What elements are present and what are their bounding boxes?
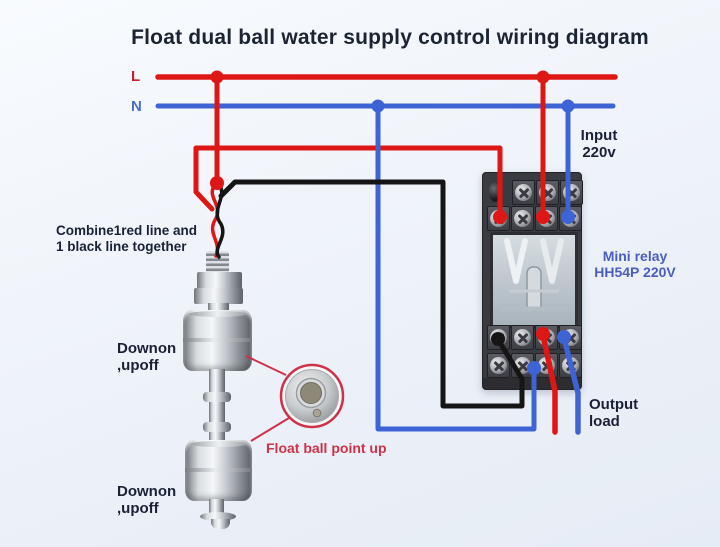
callout-line [250,417,290,442]
upper-float-ball [183,310,252,371]
relay-terminal-row-bottom1 [487,325,582,350]
float-switch-tip-shaft [209,499,224,514]
float-switch-hex-nut [194,288,243,304]
float-switch-end-tip [211,519,230,529]
callout-line [245,355,287,376]
combine-note-line1: Combine1red line and [56,223,198,238]
lower-float-note-line1: Downon [117,483,177,500]
relay-note-line1: Mini relay [602,248,668,264]
output-note-line2: load [589,413,620,430]
relay-screw [514,329,531,346]
output-note-line1: Output [589,396,639,413]
mini-relay-device [482,172,583,390]
combine-note-line2: 1 black line together [56,239,187,254]
relay-mount-hole [489,181,501,202]
relay-screw [514,210,531,227]
upper-float-note-line1: Downon [117,340,177,357]
float-black-wire [218,179,525,409]
relay-screw [563,184,580,201]
relay-clear-cover [490,232,578,328]
float-top-ring [295,377,327,409]
inset-circle [279,363,345,429]
combine-note: Combine1red line and 1 black line togeth… [56,223,197,255]
output-load-note: Output load [589,396,638,430]
upper-float-note-line2: ,upoff [117,357,159,374]
relay-note-line2: HH54P 220V [594,264,676,280]
relay-screw [490,357,507,374]
relay-terminal-row-top1 [512,180,583,205]
relay-terminal-row-top2 [487,206,582,231]
relay-screw [490,329,507,346]
relay-terminal-row-bottom2 [487,353,582,378]
twisted-red-lead [210,184,220,258]
live-junction-dot [210,70,224,84]
float-top-disc [285,369,339,423]
relay-screw [562,357,579,374]
relay-mechanism [501,238,567,312]
relay-base [483,378,581,389]
relay-model-note: Mini relay HH54P 220V [583,248,687,280]
input-note-line1: Input [580,127,618,144]
relay-screw [515,184,532,201]
relay-screw [538,210,555,227]
lower-float-note: Downon ,upoff [117,483,176,517]
float-red-wire [193,145,503,217]
relay-screw [514,357,531,374]
combine-joint-dot [210,176,224,190]
relay-screw [490,210,507,227]
relay-screw [562,329,579,346]
neutral-bus-label: N [131,98,142,115]
live-junction-dot [536,70,550,84]
upper-float-note: Downon ,upoff [117,340,176,374]
page-title: Float dual ball water supply control wir… [131,26,649,49]
float-switch-end-flange [200,512,236,521]
neutral-junction-dot [561,99,575,113]
neutral-junction-dot [371,99,385,113]
float-ball-note: Float ball point up [266,440,387,456]
float-switch-threaded-stem [206,251,229,274]
float-top-notch [312,408,322,418]
float-ball-inset [245,355,345,442]
shaft-stop-ring [203,392,231,402]
shaft-stop-ring [203,422,231,432]
float-top-hole [300,382,322,404]
twisted-black-lead [215,184,225,259]
relay-screw [538,357,555,374]
relay-screw [538,329,555,346]
relay-screw [539,184,556,201]
relay-screw [562,210,579,227]
live-bus-label: L [131,68,141,85]
lower-float-note-line2: ,upoff [117,500,159,517]
input-note-line2: 220v [582,144,616,161]
input-voltage-note: Input 220v [566,127,632,161]
lower-float-ball [185,440,252,501]
float-switch-hex-nut [197,272,242,289]
